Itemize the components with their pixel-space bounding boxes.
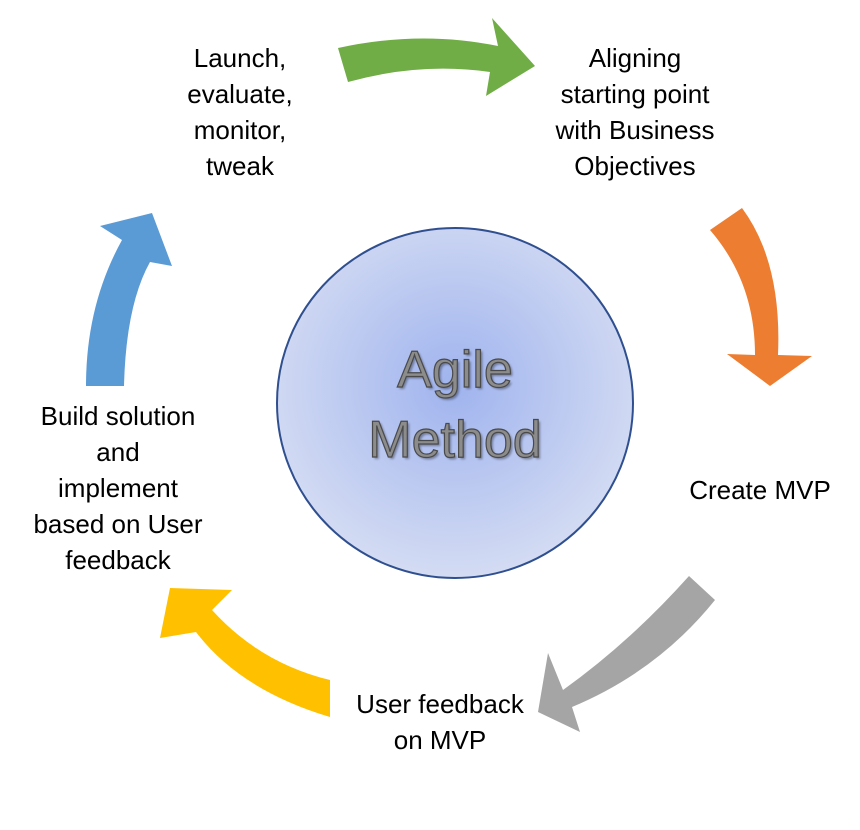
step-text-line: Objectives (574, 151, 696, 181)
center-circle (276, 227, 634, 579)
step-text-line: implement (58, 473, 178, 503)
center-title-line-1: Agile (397, 340, 514, 399)
center-title-line-2: Method (368, 410, 543, 469)
step-launch-evaluate-label: Launch, evaluate, monitor, tweak (130, 40, 350, 184)
step-text-line: User feedback (356, 689, 524, 719)
step-text-line: tweak (206, 151, 274, 181)
orange-cycle-arrow (710, 208, 812, 386)
step-text-line: on MVP (393, 725, 487, 755)
step-text-line: Launch, (193, 43, 287, 73)
step-build-solution-label: Build solution and implement based on Us… (0, 398, 236, 578)
step-text-line: based on User (33, 509, 203, 539)
step-text-line: monitor, (193, 115, 287, 145)
step-text-line: Build solution (40, 401, 196, 431)
step-text-line: starting point (560, 79, 710, 109)
yellow-cycle-arrow (160, 588, 330, 717)
step-text-line: with Business (555, 115, 715, 145)
step-create-mvp-label: Create MVP (660, 472, 860, 508)
step-text-line: feedback (65, 545, 171, 575)
step-text-line: evaluate, (187, 79, 293, 109)
step-user-feedback-label: User feedback on MVP (320, 686, 560, 758)
step-text-line: Aligning (588, 43, 682, 73)
blue-cycle-arrow (86, 213, 172, 386)
step-text-line: Create MVP (689, 475, 831, 505)
step-text-line: and (96, 437, 140, 467)
green-cycle-arrow (338, 18, 535, 96)
gray-cycle-arrow (538, 576, 715, 732)
step-aligning-objectives-label: Aligning starting point with Business Ob… (500, 40, 770, 184)
